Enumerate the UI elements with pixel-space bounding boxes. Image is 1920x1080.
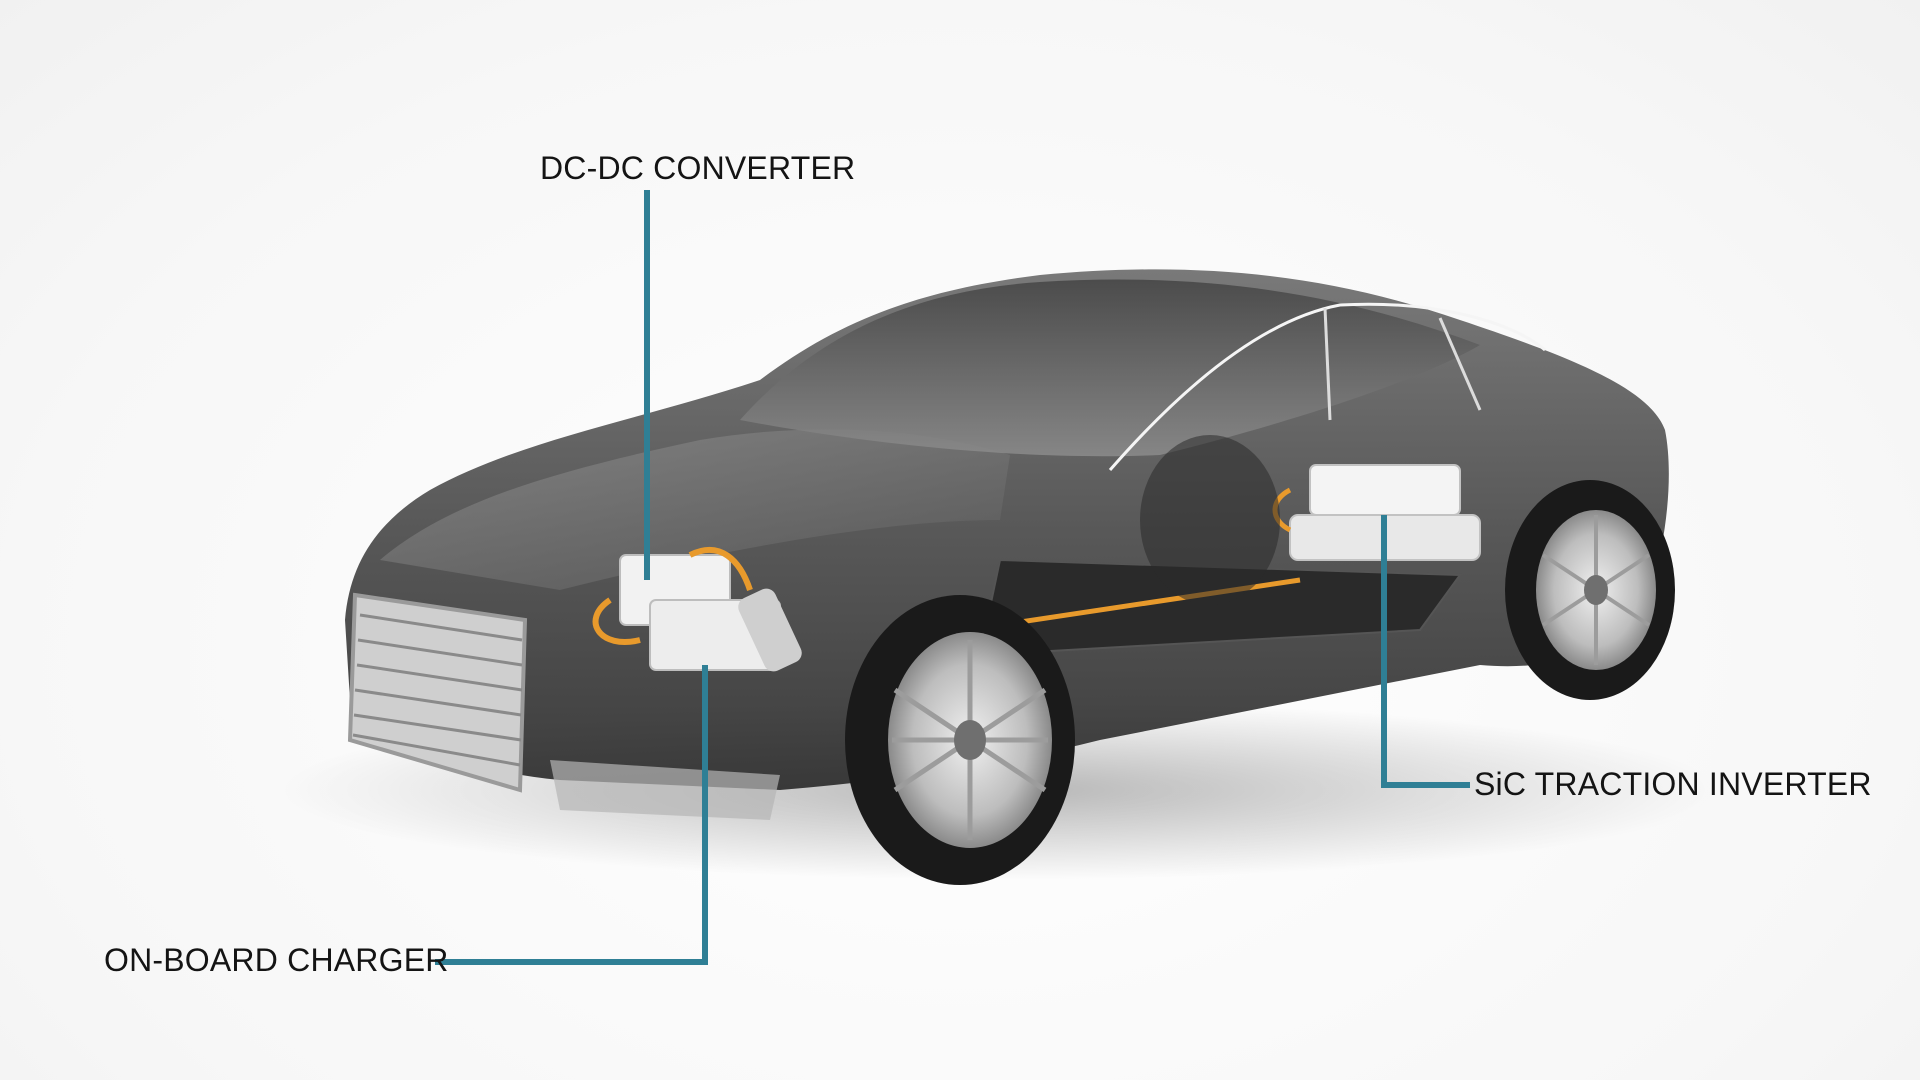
on-board-charger-label: ON-BOARD CHARGER: [104, 942, 449, 978]
sic-traction-inverter-label: SiC TRACTION INVERTER: [1474, 766, 1872, 802]
front-wheel: [845, 595, 1075, 885]
car-hood: [380, 429, 1010, 590]
lower-bumper-grille: [550, 760, 780, 820]
front-grille: [347, 592, 528, 793]
roof-chrome-trim: [1108, 302, 1546, 471]
leader-line-on-board-charger: [435, 665, 708, 965]
window-pillar: [1323, 307, 1332, 421]
rear-wheel: [1505, 480, 1675, 700]
leader-line-sic-traction-inverter: [1381, 515, 1470, 788]
car-roof: [740, 279, 1480, 457]
rear-inner-wheel: [1140, 435, 1280, 605]
dc-dc-converter-label: DC-DC CONVERTER: [540, 150, 856, 186]
window-pillar: [1438, 317, 1482, 411]
